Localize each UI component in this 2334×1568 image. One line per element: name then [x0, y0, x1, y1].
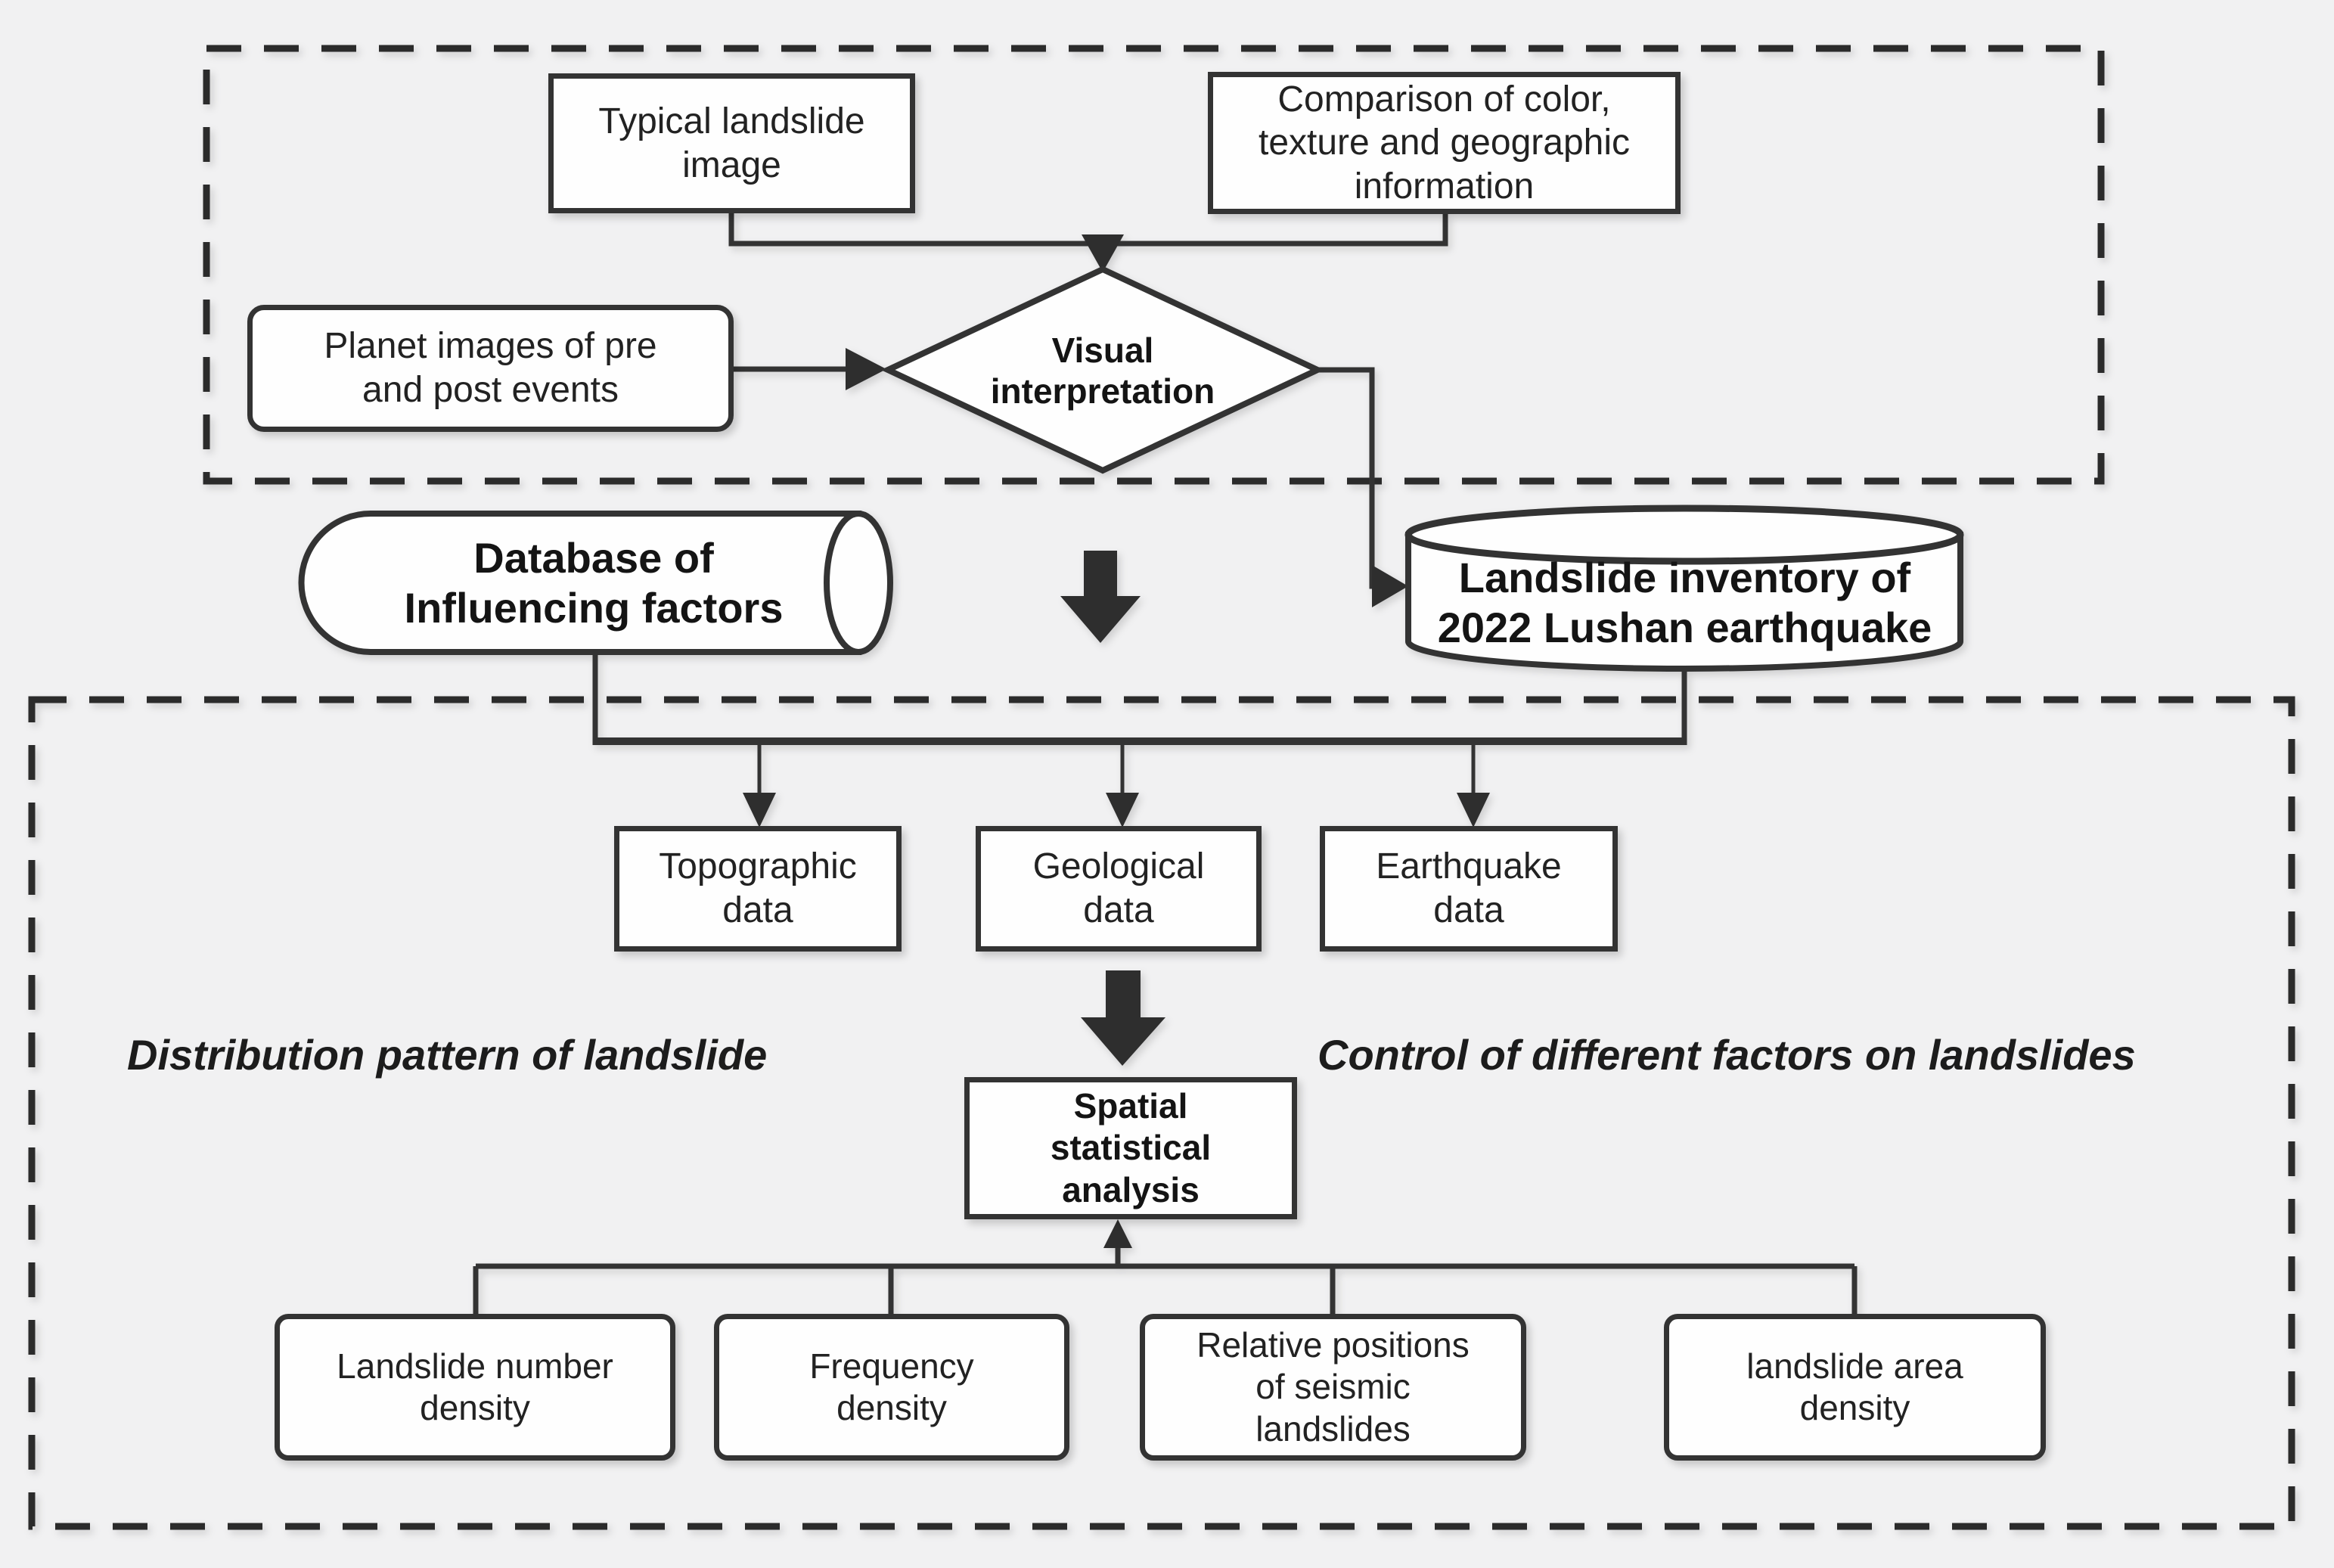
inventory-cylinder-rim	[1404, 505, 1964, 565]
spatial-arrowhead-icon	[1103, 1219, 1132, 1248]
database-cylinder	[298, 511, 893, 655]
inventory-arrowhead-icon	[1372, 565, 1408, 607]
spatial-analysis-box: Spatial statistical analysis	[964, 1077, 1297, 1219]
relative-positions-label: Relative positions of seismic landslides	[1196, 1325, 1470, 1448]
frequency-density-box: Frequency density	[714, 1314, 1069, 1461]
control-factors-label: Control of different factors on landslid…	[1318, 1031, 2136, 1079]
planet-images-box: Planet images of pre and post events	[247, 305, 734, 432]
thick-down-arrow-icon-middle	[1081, 970, 1165, 1066]
typical-landslide-image-label: Typical landslide image	[598, 101, 865, 185]
landslide-area-density-box: landslide area density	[1664, 1314, 2046, 1461]
interpretation-section-border	[203, 45, 2105, 485]
visual-interpretation-diamond	[880, 265, 1325, 474]
analysis-section-border	[28, 696, 2295, 1530]
earthquake-arrowhead-icon	[1457, 793, 1490, 827]
geological-data-label: Geological data	[1032, 846, 1205, 930]
landslide-number-density-label: Landslide number density	[337, 1346, 613, 1427]
database-label-overlay: Database of Influencing factors	[303, 518, 885, 648]
frequency-density-label: Frequency density	[809, 1346, 974, 1427]
distribution-pattern-label: Distribution pattern of landslide	[127, 1031, 768, 1079]
geological-arrowhead-icon	[1106, 793, 1139, 827]
comparison-box: Comparison of color, texture and geograp…	[1208, 72, 1681, 214]
planet-arrowhead-icon	[846, 348, 886, 390]
thick-down-arrow-icon-top	[1060, 551, 1141, 643]
comparison-label: Comparison of color, texture and geograp…	[1258, 79, 1630, 206]
landslide-number-density-box: Landslide number density	[275, 1314, 675, 1461]
geological-data-box: Geological data	[976, 826, 1262, 952]
relative-positions-box: Relative positions of seismic landslides	[1140, 1314, 1526, 1461]
planet-images-label: Planet images of pre and post events	[324, 326, 657, 410]
visual-interpretation-label-overlay: Visual interpretation	[930, 303, 1275, 439]
topographic-data-label: Topographic data	[659, 846, 857, 930]
visual-interpretation-label: Visual interpretation	[990, 330, 1215, 411]
inventory-cylinder-body	[1405, 532, 1963, 672]
topographic-data-box: Topographic data	[614, 826, 902, 952]
database-cylinder-body	[298, 511, 861, 655]
earthquake-data-box: Earthquake data	[1320, 826, 1618, 952]
inventory-cylinder	[1404, 505, 1964, 672]
inventory-label: Landslide inventory of 2022 Lushan earth…	[1437, 553, 1932, 651]
topographic-arrowhead-icon	[743, 793, 776, 827]
database-cylinder-cap	[824, 511, 893, 655]
inventory-label-overlay: Landslide inventory of 2022 Lushan earth…	[1418, 546, 1951, 660]
database-label: Database of Influencing factors	[404, 533, 784, 632]
earthquake-data-label: Earthquake data	[1376, 846, 1562, 930]
spatial-analysis-label: Spatial statistical analysis	[1050, 1086, 1212, 1209]
typical-landslide-image-box: Typical landslide image	[548, 73, 915, 213]
merge-arrowhead-icon	[1082, 234, 1124, 272]
landslide-area-density-label: landslide area density	[1746, 1346, 1963, 1427]
